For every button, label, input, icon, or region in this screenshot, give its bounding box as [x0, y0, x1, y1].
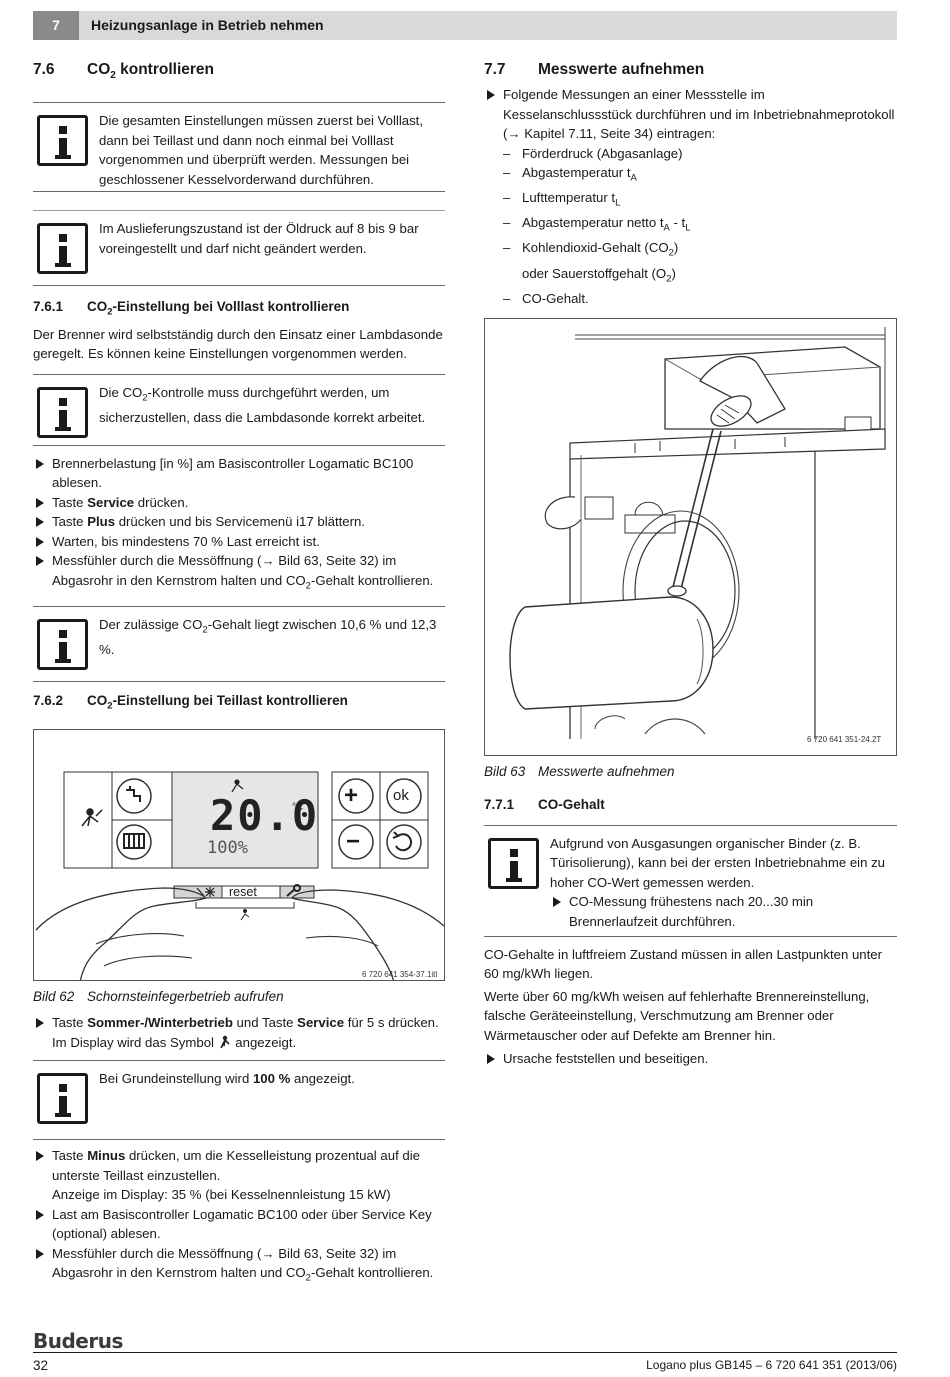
- note-text: Die CO2-Kontrolle muss durchgeführt werd…: [99, 384, 426, 425]
- chapter-header: 7 Heizungsanlage in Betrieb nehmen: [33, 11, 897, 40]
- back-arrow-icon: [392, 830, 413, 851]
- step-list: Taste Minus drücken, um die Kesselleistu…: [33, 1146, 445, 1288]
- chimney-sweep-icon: [81, 807, 103, 827]
- step-item: Brennerbelastung [in %] am Basiscontroll…: [33, 454, 445, 493]
- tap-icon: [126, 785, 141, 802]
- info-note: Aufgrund von Ausgasungen organischer Bin…: [484, 824, 897, 937]
- info-icon: [37, 223, 88, 275]
- chapter-number: 7: [33, 11, 79, 40]
- brand-logo: Buderus: [33, 1329, 123, 1353]
- step-item: Taste Plus drücken und bis Servicemenü i…: [33, 512, 445, 532]
- small-sweep-icon: [240, 908, 250, 920]
- info-icon: [37, 115, 88, 167]
- figure-62-controller: 20.0 °C 100% + ok − reset 6 720 641 354-…: [33, 728, 445, 981]
- document-reference: Logano plus GB145 – 6 720 641 351 (2013/…: [646, 1358, 897, 1372]
- info-note: Der zulässige CO2-Gehalt liegt zwischen …: [33, 605, 445, 682]
- display-unit: °C: [292, 801, 304, 813]
- ok-button[interactable]: ok: [393, 786, 409, 804]
- minus-button[interactable]: −: [346, 827, 361, 855]
- wrench-icon: [286, 883, 301, 897]
- step-list: Taste Sommer-/Winterbetrieb und Taste Se…: [33, 1013, 445, 1052]
- controller-illustration: [35, 771, 444, 980]
- step-item: Messfühler durch die Messöffnung (→ Bild…: [33, 551, 445, 596]
- display-sweep-icon: [231, 779, 244, 792]
- note-text: Die gesamten Einstellungen müssen zuerst…: [99, 113, 424, 187]
- figure-code: 6 720 641 351-24.2T: [807, 735, 882, 745]
- dash-item: Kohlendioxid-Gehalt (CO2): [484, 238, 897, 263]
- note-step: CO-Messung frühestens nach 20...30 min B…: [550, 892, 897, 931]
- step-list: Brennerbelastung [in %] am Basiscontroll…: [33, 454, 445, 596]
- display-percent: 100%: [207, 837, 248, 858]
- reset-button[interactable]: reset: [229, 884, 257, 899]
- plus-button[interactable]: +: [344, 781, 359, 809]
- radiator-icon: [123, 832, 145, 849]
- step-item: Taste Service drücken.: [33, 493, 445, 513]
- dash-item: CO-Gehalt.: [484, 289, 897, 309]
- info-note: Bei Grundeinstellung wird 100 % angezeig…: [33, 1060, 445, 1141]
- chimney-sweep-symbol-icon: [219, 1035, 230, 1048]
- paragraph: Werte über 60 mg/kWh weisen auf fehlerha…: [484, 988, 870, 1043]
- step-list: Folgende Messungen an einer Messstelle i…: [484, 85, 897, 308]
- step-item: Ursache feststellen und beseitigen.: [484, 1049, 897, 1069]
- info-note: Die CO2-Kontrolle muss durchgeführt werd…: [33, 373, 445, 446]
- step-item: Taste Minus drücken, um die Kesselleistu…: [33, 1146, 445, 1205]
- page-number: 32: [33, 1358, 49, 1373]
- paragraph: Der Brenner wird selbstständig durch den…: [33, 326, 443, 362]
- info-icon: [488, 837, 539, 889]
- dash-item: Abgastemperatur tA: [484, 163, 897, 188]
- figure-code: 6 720 641 354-37.1itl: [362, 969, 438, 979]
- sun-snow-icon: [196, 886, 215, 897]
- step-item: Last am Basiscontroller Logamatic BC100 …: [33, 1205, 445, 1244]
- chapter-title: Heizungsanlage in Betrieb nehmen: [91, 17, 324, 33]
- dash-item: Lufttemperatur tL: [484, 188, 897, 213]
- step-item: Taste Sommer-/Winterbetrieb und Taste Se…: [33, 1013, 445, 1052]
- info-note: Im Auslieferungszustand ist der Öldruck …: [33, 210, 445, 287]
- figure-63-measurement: 6 720 641 351-24.2T: [484, 318, 897, 757]
- info-icon: [37, 1073, 88, 1125]
- boiler-measurement-illustration: [509, 327, 886, 740]
- info-note: Die gesamten Einstellungen müssen zuerst…: [33, 102, 445, 193]
- dash-item-continued: oder Sauerstoffgehalt (O2): [522, 265, 676, 285]
- paragraph: CO-Gehalte in luftfreiem Zustand müssen …: [484, 946, 883, 982]
- info-icon: [37, 618, 88, 670]
- info-icon: [37, 386, 88, 438]
- note-text: Bei Grundeinstellung wird 100 % angezeig…: [99, 1071, 355, 1087]
- dash-item: Förderdruck (Abgasanlage): [484, 144, 897, 164]
- dash-item: Abgastemperatur netto tA - tL: [484, 213, 897, 238]
- display-value: 20.0: [210, 790, 320, 840]
- step-item: Warten, bis mindestens 70 % Last erreich…: [33, 532, 445, 552]
- footer-divider: [33, 1352, 897, 1353]
- step-item: Messfühler durch die Messöffnung (→ Bild…: [33, 1244, 445, 1289]
- note-text: Aufgrund von Ausgasungen organischer Bin…: [550, 835, 886, 890]
- note-text: Der zulässige CO2-Gehalt liegt zwischen …: [99, 616, 437, 658]
- note-text: Im Auslieferungszustand ist der Öldruck …: [99, 221, 419, 256]
- step-item: Folgende Messungen an einer Messstelle i…: [484, 85, 897, 144]
